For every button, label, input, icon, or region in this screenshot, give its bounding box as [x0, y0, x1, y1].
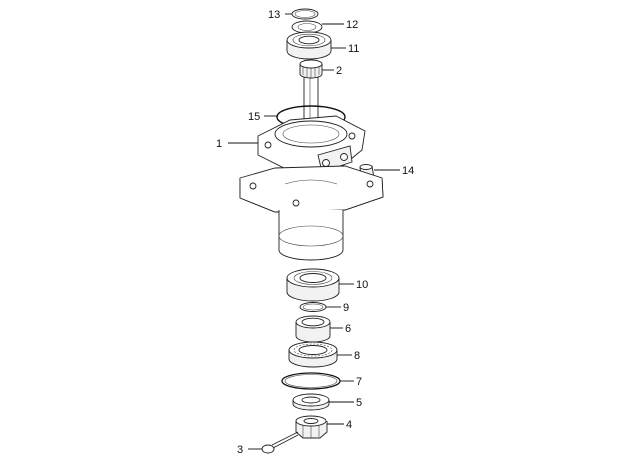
spacer-6 — [295, 315, 331, 343]
bearing-8 — [288, 341, 338, 368]
washer-12 — [291, 20, 323, 34]
bearing-11 — [286, 31, 332, 60]
main-housing — [239, 165, 384, 261]
gear-2 — [299, 59, 323, 79]
bearing-10 — [286, 268, 340, 302]
cotter-pin-3 — [261, 431, 299, 454]
label-14: 14 — [402, 165, 414, 177]
label-3: 3 — [237, 444, 243, 456]
label-13: 13 — [268, 9, 280, 21]
leader-lines — [228, 13, 400, 450]
upper-housing-1 — [257, 115, 366, 173]
label-8: 8 — [354, 350, 360, 362]
label-4: 4 — [346, 419, 352, 431]
label-15: 15 — [248, 111, 260, 123]
label-9: 9 — [343, 302, 349, 314]
label-11: 11 — [348, 43, 359, 55]
retaining-ring-13 — [291, 8, 319, 20]
seal-7 — [281, 372, 341, 390]
washer-5 — [292, 393, 330, 411]
castle-nut-4 — [295, 415, 328, 439]
shaft — [303, 74, 319, 121]
label-1: 1 — [216, 138, 222, 150]
label-12: 12 — [346, 19, 358, 31]
label-10: 10 — [356, 279, 368, 291]
part-labels: 13 12 11 2 15 1 14 10 9 6 8 7 5 4 3 — [216, 9, 414, 456]
label-6: 6 — [345, 323, 351, 335]
snap-ring-9 — [299, 302, 327, 312]
label-5: 5 — [356, 397, 362, 409]
label-2: 2 — [336, 65, 342, 77]
label-7: 7 — [356, 376, 362, 388]
